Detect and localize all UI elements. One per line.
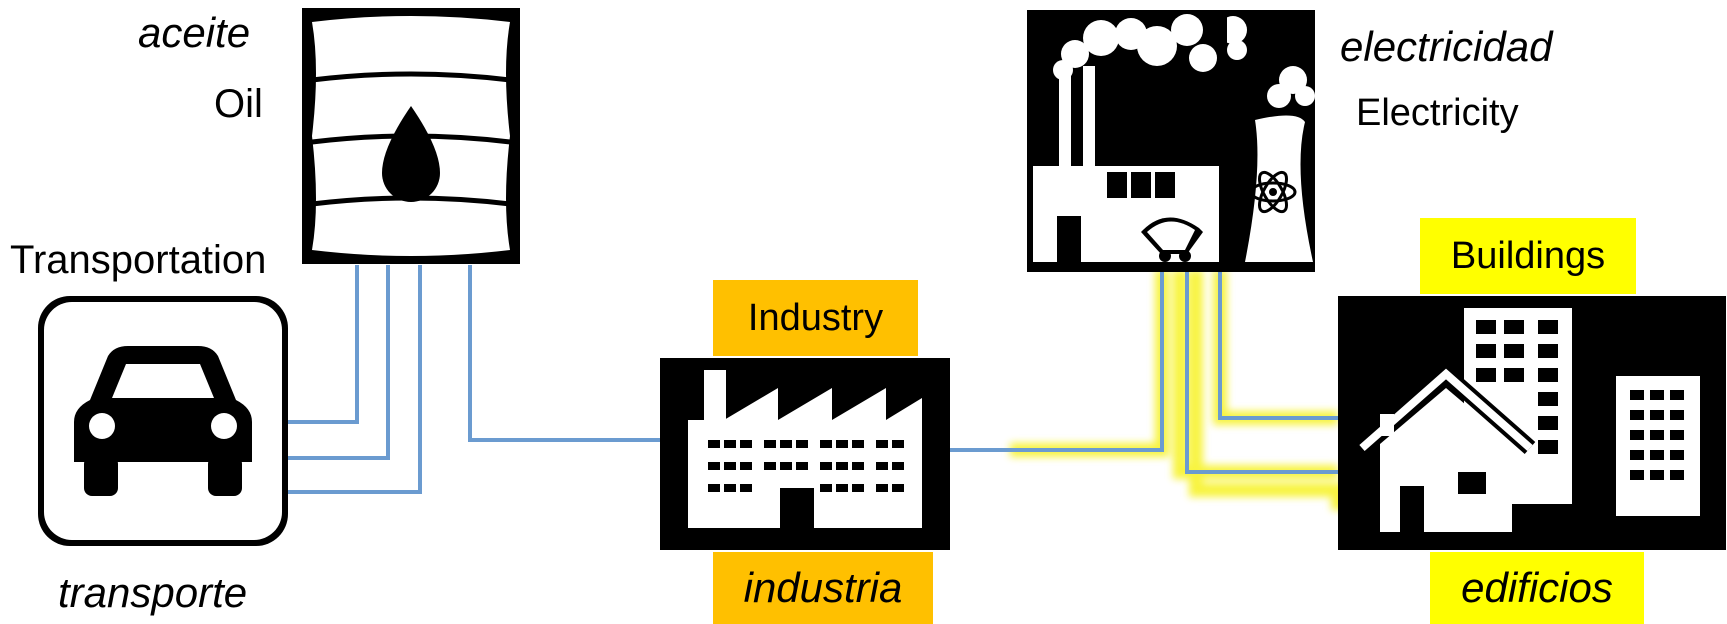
oil-label-es: aceite	[138, 9, 251, 56]
power-plant-panel	[1027, 10, 1227, 272]
industry-label-es: industria	[743, 564, 903, 611]
oil-barrel-panel	[302, 8, 520, 264]
industry-label-es-highlight: industria	[713, 552, 933, 624]
industry-label-en: Industry	[747, 296, 884, 339]
car-panel	[38, 296, 288, 546]
buildings-label-en-highlight: Buildings	[1420, 218, 1636, 294]
oil-links	[288, 265, 662, 494]
buildings-panel	[1338, 296, 1726, 550]
nuclear-plant-panel	[1227, 10, 1315, 272]
buildings-label-es: edificios	[1461, 564, 1613, 611]
electricity-label-es: electricidad	[1340, 23, 1553, 70]
oil-label-en: Oil	[214, 82, 263, 126]
buildings-label-en: Buildings	[1450, 234, 1606, 277]
factory-icon	[688, 370, 922, 528]
car-icon	[74, 346, 252, 496]
factory-panel	[660, 358, 950, 550]
oil-barrel-icon	[311, 16, 511, 256]
transport-label-es: transporte	[58, 569, 248, 616]
power-plant-icon	[1033, 14, 1219, 262]
buildings-house-icon	[1356, 308, 1700, 532]
nuclear-plant-icon	[1227, 16, 1315, 262]
electricity-label-en: Electricity	[1356, 92, 1519, 134]
transport-label-en: Transportation	[10, 238, 267, 282]
industry-label-en-highlight: Industry	[713, 280, 918, 356]
electricity-link-cores	[948, 270, 1338, 474]
buildings-label-es-highlight: edificios	[1430, 552, 1644, 624]
